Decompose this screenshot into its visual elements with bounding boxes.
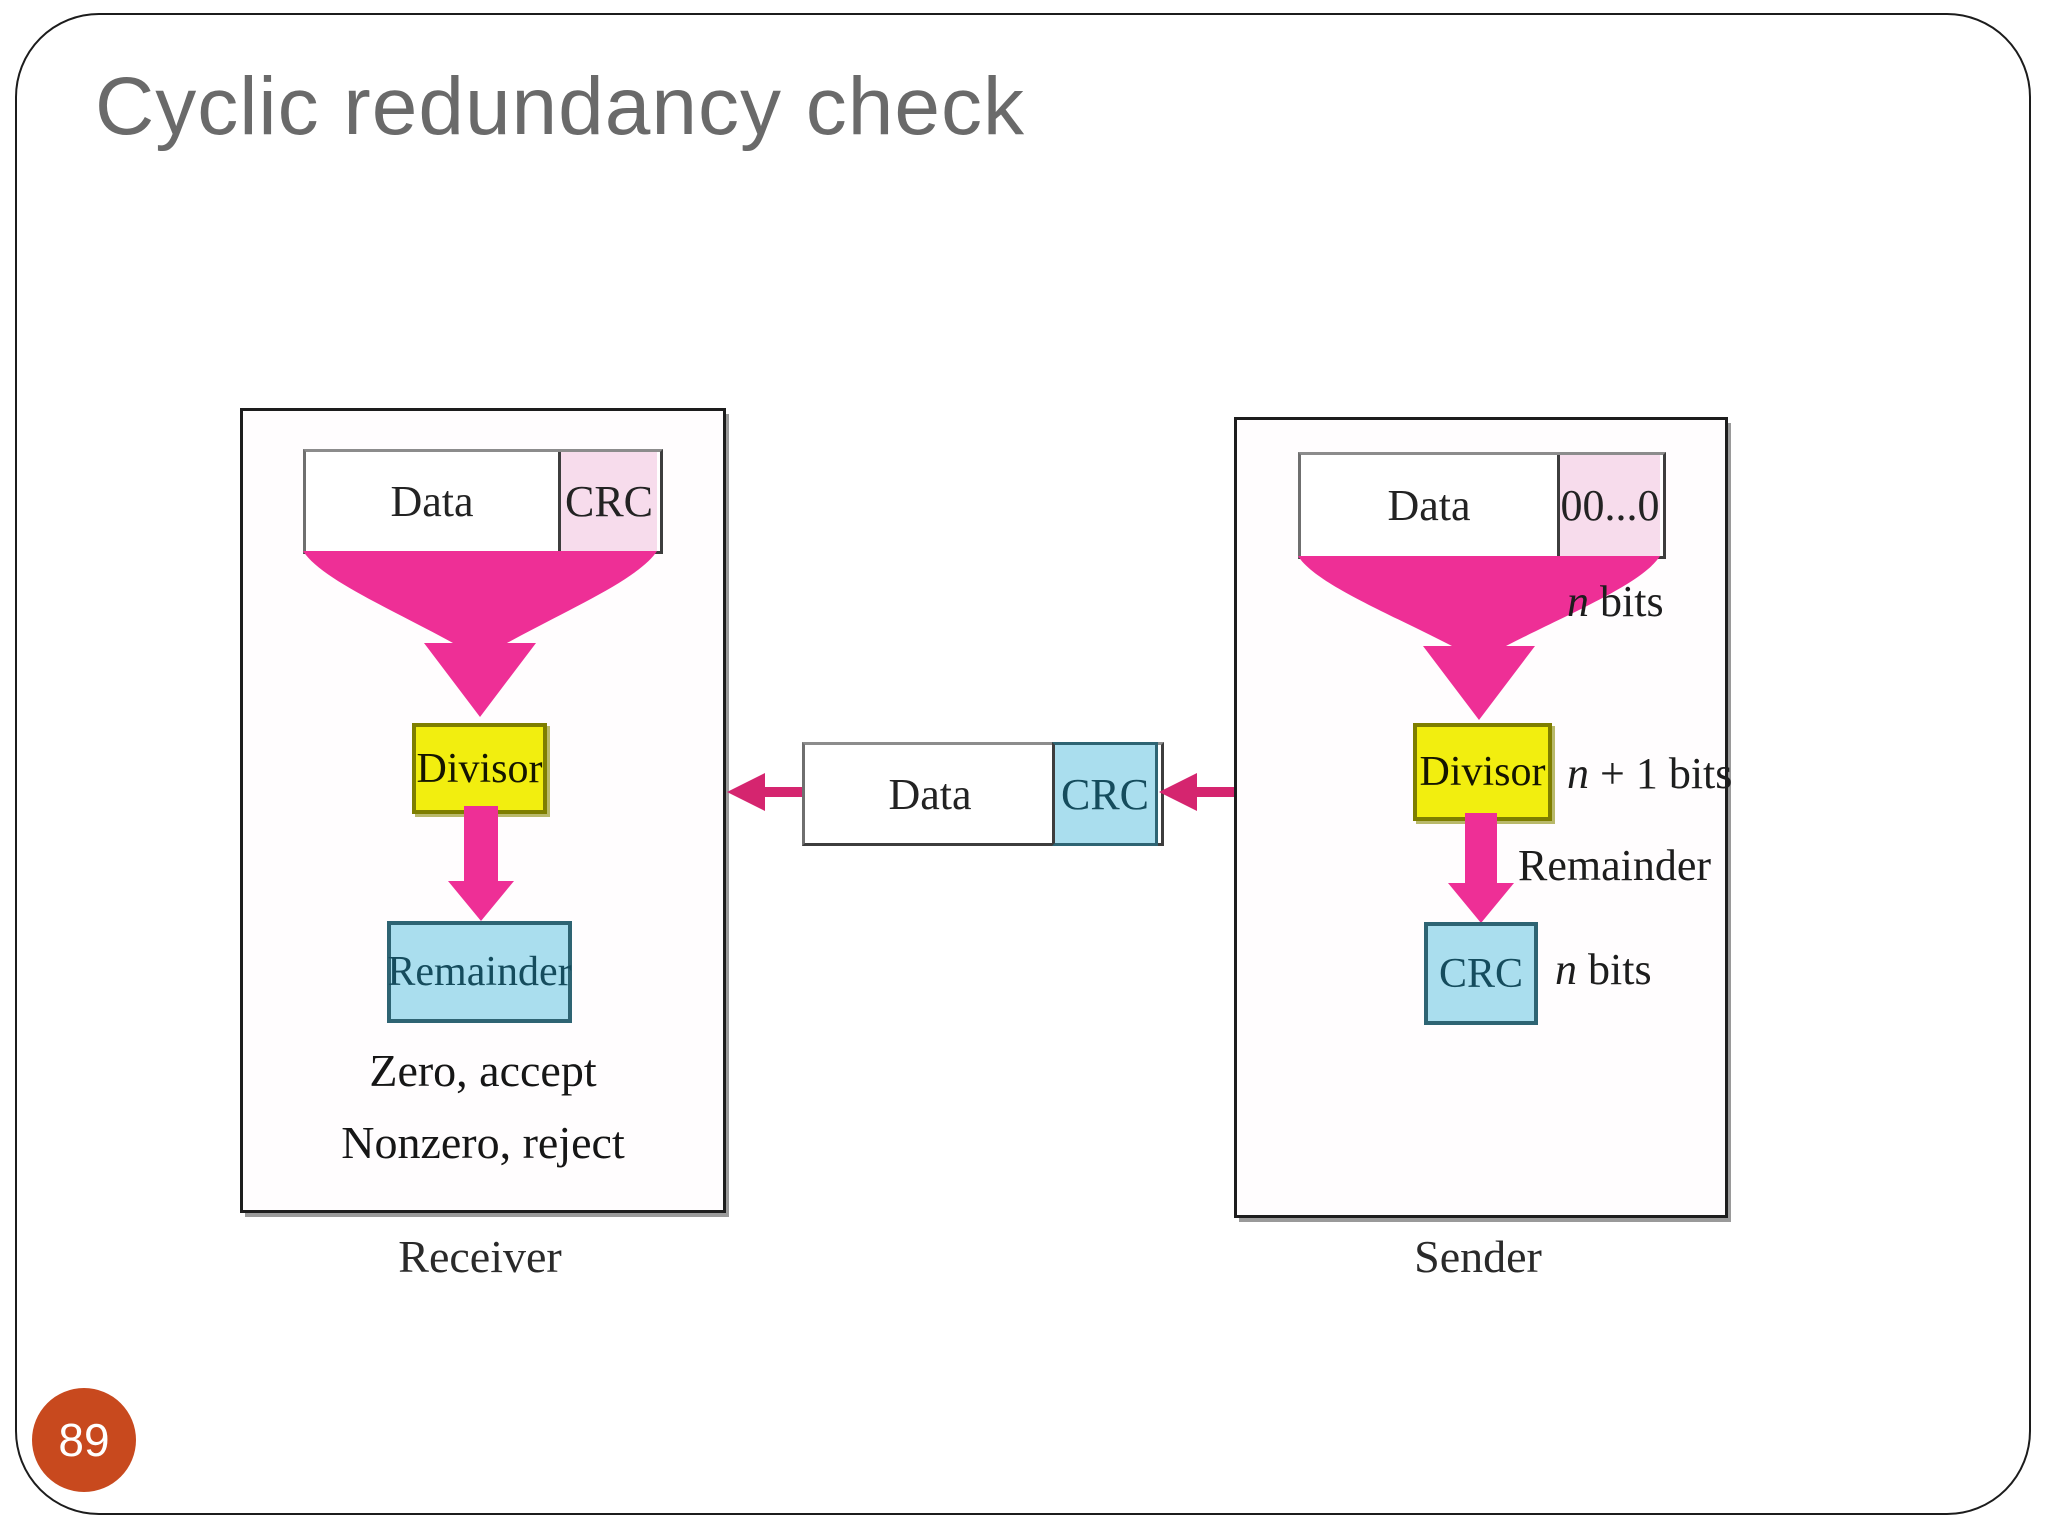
bits-text: bits [1577, 945, 1652, 994]
sender-panel: Data 00...0 n bits Divisor n + 1 bits Re… [1234, 417, 1732, 1218]
channel-data-crc-box: Data CRC [802, 742, 1164, 846]
zero-accept-line: Zero, accept [369, 1045, 597, 1096]
plus-1-bits-text: + 1 bits [1589, 749, 1733, 798]
slide-border [15, 13, 2031, 1515]
arrow-stem [1465, 813, 1497, 885]
n-variable: n [1555, 945, 1577, 994]
sender-crc-box: CRC [1424, 922, 1538, 1025]
arrow-head [1159, 773, 1197, 811]
channel-crc-cell: CRC [1052, 742, 1158, 846]
sender-data-zeros-box: Data 00...0 [1298, 452, 1666, 559]
sender-zeros-cell: 00...0 [1557, 455, 1660, 556]
n-plus-1-bits-label: n + 1 bits [1567, 748, 1732, 799]
n-variable: n [1567, 749, 1589, 798]
channel-data-cell: Data [888, 769, 972, 819]
receiver-remainder-box: Remainder [387, 921, 572, 1023]
receiver-verdict-text: Zero, accept Nonzero, reject [243, 1035, 723, 1179]
receiver-crc-cell: CRC [558, 452, 657, 551]
receiver-data-crc-box: Data CRC [303, 449, 663, 554]
sender-caption: Sender [1414, 1231, 1542, 1282]
receiver-panel: Data CRC Divisor Remainder Zero, accept … [240, 408, 726, 1213]
receiver-divisor-box: Divisor [412, 723, 547, 814]
n-bits-bottom-label: n bits [1555, 944, 1652, 995]
sender-data-cell: Data [1387, 481, 1471, 530]
arrow-head [448, 881, 514, 921]
arrow-stem [1195, 787, 1235, 797]
receiver-data-cell: Data [390, 477, 474, 526]
funnel-arrow-icon [303, 551, 657, 717]
arrow-head [1448, 883, 1514, 923]
bits-text: bits [1589, 577, 1664, 626]
nonzero-reject-line: Nonzero, reject [341, 1117, 625, 1168]
n-bits-top-label: n bits [1567, 576, 1664, 627]
receiver-caption: Receiver [398, 1231, 562, 1282]
n-variable: n [1567, 577, 1589, 626]
page-title: Cyclic redundancy check [95, 61, 1025, 152]
arrow-stem [763, 787, 803, 797]
arrow-stem [464, 806, 498, 883]
sender-remainder-label: Remainder [1518, 841, 1712, 890]
arrow-head [727, 773, 765, 811]
sender-divisor-box: Divisor [1413, 723, 1552, 821]
funnel-arrow-icon [1298, 556, 1660, 720]
page-number-badge: 89 [32, 1388, 136, 1492]
